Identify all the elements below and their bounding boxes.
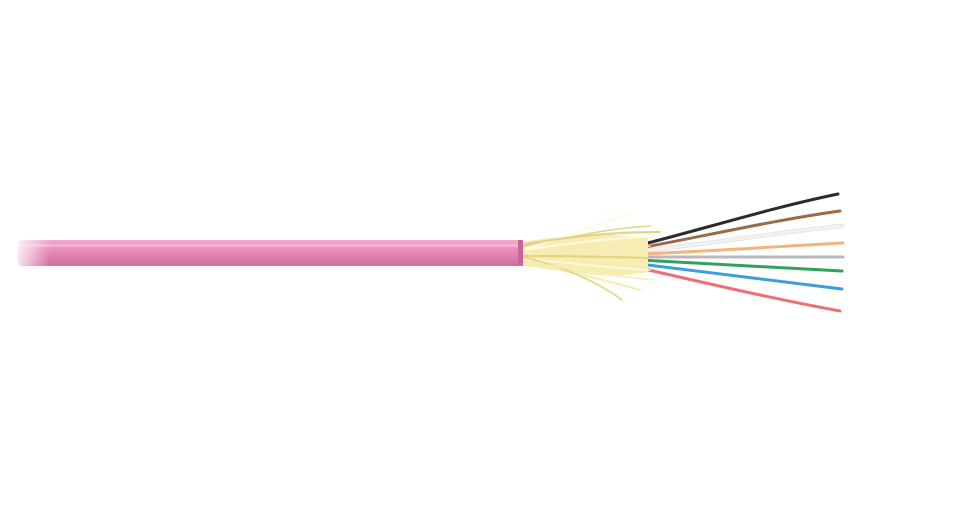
fiber-green [638,258,844,273]
cable-jacket-highlight [18,244,523,247]
aramid-yarn-strand [520,254,650,260]
aramid-yarn-strand [520,234,654,252]
fiber-strands [637,192,845,313]
aramid-yarn-strand [521,225,651,248]
aramid-yarn-strand [521,260,656,281]
cable-jacket-body [18,240,523,266]
fiber-red [638,266,842,313]
fiber-black [638,192,840,247]
cable-jacket [10,236,523,270]
aramid-yarn-strand [521,245,651,254]
fiber-blue [638,262,844,291]
aramid-yarn-strand [520,260,642,292]
fiber-white [638,224,844,253]
fiber-brown [638,209,842,250]
aramid-yarn-strand [520,212,632,251]
cable-fade-left [10,236,50,270]
aramid-yarn-bundle [520,212,662,301]
aramid-yarn-strand [520,230,662,247]
fiber-orange [638,241,845,256]
cable-jacket-end [518,240,523,266]
aramid-yarn-strand [521,256,623,301]
